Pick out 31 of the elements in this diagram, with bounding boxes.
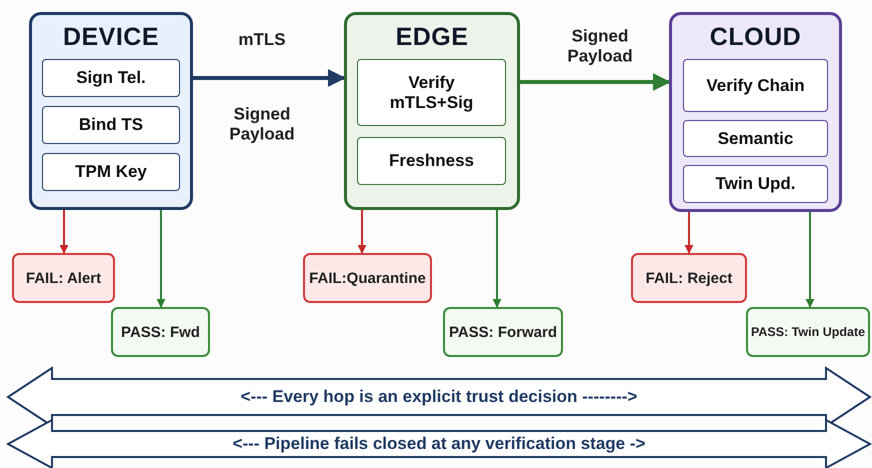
stage-heading: EDGE	[396, 23, 468, 52]
pass-box: PASS: Twin Update	[746, 307, 870, 357]
stage-panel	[669, 12, 842, 212]
pass-box: PASS: Fwd	[111, 307, 210, 357]
arrow	[806, 212, 814, 308]
fail-box: FAIL: Reject	[631, 253, 747, 303]
stage-panel	[29, 12, 193, 210]
arrow	[358, 210, 366, 254]
step-box: Bind TS	[42, 106, 180, 144]
arrow	[60, 210, 68, 254]
arrow	[156, 210, 166, 308]
stage-heading: CLOUD	[710, 23, 802, 52]
banner-text: <--- Pipeline fails closed at any verification stage ->	[232, 434, 646, 454]
double-arrow-banner	[8, 420, 870, 468]
fail-box: FAIL: Alert	[12, 253, 115, 303]
step-box: Semantic	[683, 120, 828, 157]
step-box: Twin Upd.	[683, 165, 828, 203]
arrow	[492, 210, 502, 308]
banner-text: <--- Every hop is an explicit trust decision -------->	[240, 387, 638, 407]
step-box: Verify Chain	[683, 59, 828, 112]
arrow	[684, 212, 694, 254]
pass-box: PASS: Forward	[443, 307, 563, 357]
arrow	[520, 73, 671, 91]
step-box: Sign Tel.	[42, 59, 180, 97]
stage-heading: DEVICE	[62, 23, 160, 52]
step-box: TPM Key	[42, 153, 180, 191]
stage-panel	[344, 12, 520, 210]
step-box: Freshness	[357, 137, 506, 185]
step-box: Verify mTLS+Sig	[357, 59, 506, 126]
fail-box: FAIL:Quarantine	[303, 253, 432, 303]
arrow	[193, 69, 346, 87]
